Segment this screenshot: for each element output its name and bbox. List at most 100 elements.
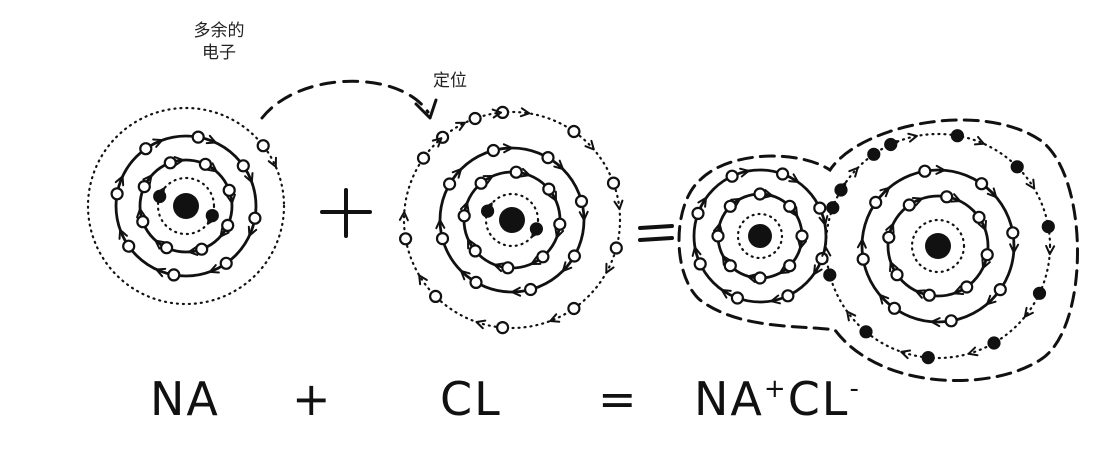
sodium-chloride-molecule xyxy=(677,118,1079,382)
product-cl-outer-electron xyxy=(950,129,965,143)
product-na-outer-electron xyxy=(813,201,827,215)
cl-motion-arrow xyxy=(493,262,505,273)
product-cl-outer-motion-arrow xyxy=(907,132,918,143)
connector-marks xyxy=(260,79,674,242)
product-na-outer-electron xyxy=(815,252,829,266)
product-na-electron xyxy=(753,271,767,285)
product-cl-outer-motion-arrow xyxy=(836,182,847,193)
product-cl-electron xyxy=(940,190,954,204)
cl-outer-motion-arrow xyxy=(605,262,615,274)
product-cl-mid-electron xyxy=(887,301,902,315)
na-electron xyxy=(195,242,209,256)
na-electron xyxy=(110,187,124,201)
na-motion-arrow xyxy=(206,213,217,225)
product-na-motion-arrow xyxy=(788,206,799,218)
cl-motion-arrow xyxy=(561,261,573,272)
na-motion-arrow xyxy=(136,207,147,219)
na-shell-4 xyxy=(86,106,286,306)
na-electron xyxy=(219,256,233,270)
cl-nucleus xyxy=(499,207,525,233)
cl-outer-motion-arrow xyxy=(431,137,443,148)
product-cl-outer-motion-arrow xyxy=(973,135,985,146)
product-na-charge: + xyxy=(763,374,788,404)
na-motion-arrow xyxy=(155,187,166,199)
product-cl-motion-arrow xyxy=(981,258,991,269)
product-na-motion-arrow xyxy=(746,273,758,283)
product-cl-shell-3 xyxy=(860,168,1016,324)
product-cl-motion-arrow xyxy=(950,193,961,203)
product-cl-outer-electron xyxy=(921,351,935,365)
product-cl-mid-motion-arrow xyxy=(879,186,891,198)
product-na-electron xyxy=(795,229,809,243)
product-na-outer-motion-arrow xyxy=(697,196,708,208)
cl-electron xyxy=(501,261,515,275)
product-cl-mid-electron xyxy=(918,164,932,178)
na-valence-electron xyxy=(256,139,270,153)
product-cl-outer-motion-arrow xyxy=(846,310,857,322)
product-na-motion-arrow xyxy=(762,189,774,199)
product-na-electron xyxy=(783,259,797,273)
transfer-arrowhead xyxy=(414,98,438,120)
na-motion-arrow xyxy=(114,175,125,187)
cl-motion-arrow xyxy=(460,269,471,281)
product-na-outer-electron xyxy=(691,206,705,220)
product-cl-mid-motion-arrow xyxy=(1009,243,1020,254)
product-cl-mid-motion-arrow xyxy=(930,317,941,328)
cl-electron xyxy=(443,177,457,191)
cl-motion-arrow xyxy=(553,159,564,171)
product-na-outer-electron xyxy=(730,291,745,305)
cl-outer-motion-arrow xyxy=(398,211,409,222)
product-na-motion-arrow xyxy=(721,254,732,266)
product-cl-electron xyxy=(890,268,904,282)
cl-electron xyxy=(542,182,556,196)
product-na-outer-motion-arrow xyxy=(691,246,702,257)
cl-motion-arrow xyxy=(451,168,463,179)
cl-outer-electron xyxy=(399,232,413,246)
product-cl-shell-1 xyxy=(910,218,966,274)
product-cl-outer-motion-arrow xyxy=(848,166,859,178)
plus-sign xyxy=(320,188,372,238)
na-electron xyxy=(248,211,262,225)
na-electron xyxy=(137,180,151,194)
product-cl-mid-electron xyxy=(1006,226,1020,240)
na-electron xyxy=(163,156,177,170)
cl-motion-arrow xyxy=(459,201,470,213)
na-shell-3 xyxy=(114,134,258,278)
product-na-electron xyxy=(753,187,767,201)
product-cl-outer-electron xyxy=(823,268,837,282)
cl-electron xyxy=(469,275,483,289)
product-cl-electron xyxy=(960,280,974,294)
product-cl-outer-motion-arrow xyxy=(900,349,912,360)
product-cl-charge: - xyxy=(849,374,861,404)
cl-electron xyxy=(541,151,555,165)
product-cl-electron xyxy=(922,288,936,302)
product-cl-outer-motion-arrow xyxy=(967,346,979,357)
cl-electron xyxy=(457,209,471,223)
cl-outer-electron xyxy=(496,321,510,335)
na-nucleus xyxy=(173,193,199,219)
na-electron xyxy=(122,239,136,253)
na-motion-arrow xyxy=(118,228,128,240)
na-motion-arrow xyxy=(142,174,153,186)
na-motion-arrow xyxy=(208,264,220,274)
equation-equals: = xyxy=(598,372,639,426)
na-motion-arrow xyxy=(154,239,166,250)
na-electron xyxy=(191,130,205,144)
product-na-outer-electron xyxy=(781,289,795,303)
na-electron xyxy=(222,183,236,197)
product-cl-mid-motion-arrow xyxy=(878,293,890,305)
na-shell-2 xyxy=(138,158,234,254)
cl-motion-arrow xyxy=(502,143,513,154)
product-cl-shell-2 xyxy=(886,194,990,298)
product-cl-outer-motion-arrow xyxy=(821,246,832,257)
product-cl-outer-electron xyxy=(1041,220,1055,234)
cl-shell-4 xyxy=(402,110,622,330)
na-motion-arrow xyxy=(155,267,167,278)
na-motion-arrow xyxy=(152,138,164,148)
product-cl-outer-electron xyxy=(826,201,840,215)
product-na-outer-motion-arrow xyxy=(739,167,750,178)
cl-electron xyxy=(468,244,482,258)
cl-electron xyxy=(435,232,450,246)
product-cl-motion-arrow xyxy=(889,261,899,273)
